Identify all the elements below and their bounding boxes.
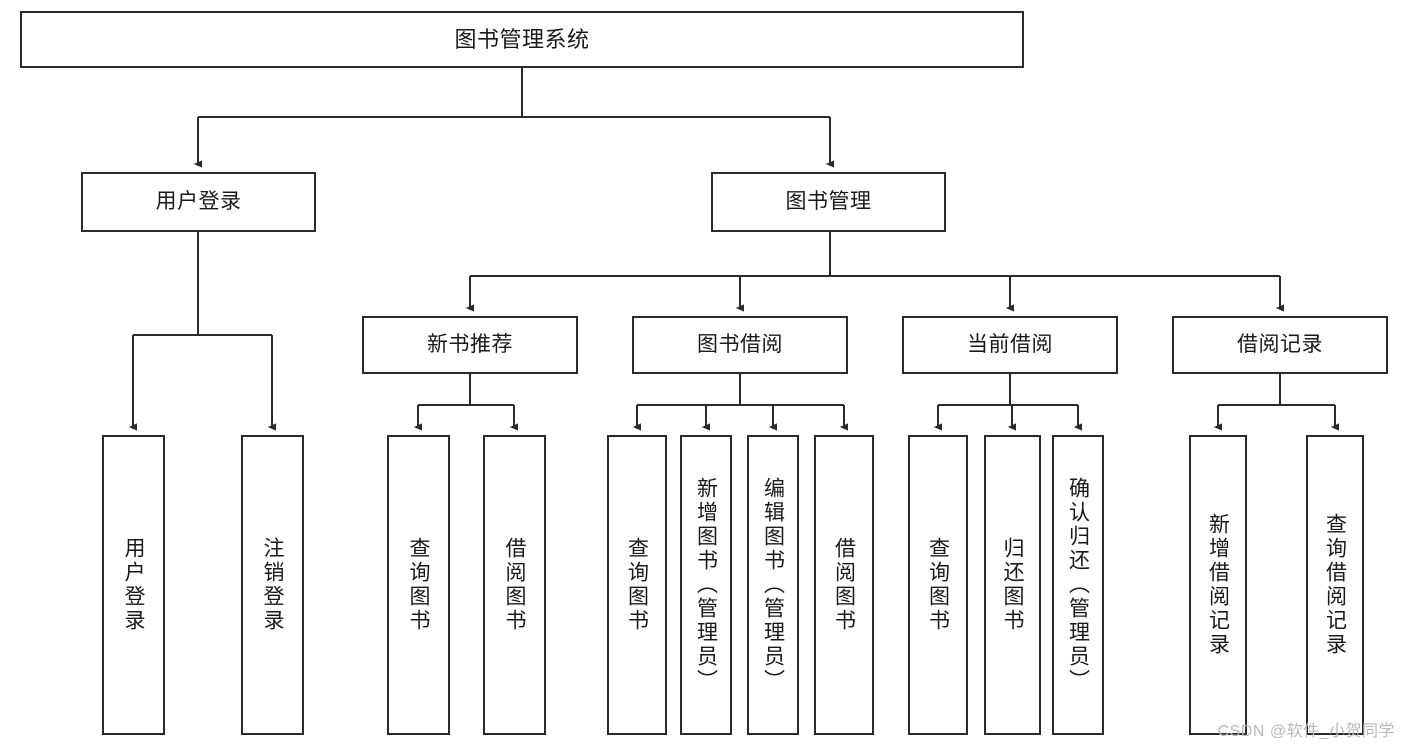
node-current-borrow-label: 当前借阅 (967, 332, 1053, 356)
node-leaf-query-book-rec-label: 查询图书 (407, 537, 430, 633)
node-new-book-rec-label: 新书推荐 (427, 332, 513, 356)
node-root[interactable]: 图书管理系统 (20, 11, 1024, 68)
csdn-watermark: CSDN @软件_小贺同学 (1217, 723, 1395, 740)
node-book-manage[interactable]: 图书管理 (711, 172, 946, 232)
node-leaf-query-record[interactable]: 查询借阅记录 (1306, 435, 1364, 735)
node-borrow-record-label: 借阅记录 (1237, 332, 1323, 356)
node-leaf-user-logout[interactable]: 注销登录 (241, 435, 304, 735)
node-leaf-add-book[interactable]: 新增图书（管理员） (680, 435, 732, 735)
node-new-book-rec[interactable]: 新书推荐 (362, 316, 578, 374)
node-leaf-user-login-label: 用户登录 (122, 537, 145, 633)
node-leaf-query-book-bor[interactable]: 查询图书 (607, 435, 667, 735)
node-root-label: 图书管理系统 (454, 26, 590, 52)
node-leaf-add-record[interactable]: 新增借阅记录 (1189, 435, 1247, 735)
node-leaf-edit-book-label: 编辑图书（管理员） (761, 477, 785, 693)
node-leaf-query-book-rec[interactable]: 查询图书 (387, 435, 450, 735)
node-leaf-borrow-book-rec[interactable]: 借阅图书 (483, 435, 546, 735)
node-book-manage-label: 图书管理 (785, 189, 872, 213)
node-leaf-borrow-book-label: 借阅图书 (832, 537, 856, 633)
node-leaf-return-book[interactable]: 归还图书 (984, 435, 1041, 735)
node-leaf-add-book-label: 新增图书（管理员） (694, 477, 718, 693)
node-leaf-query-book-cur[interactable]: 查询图书 (908, 435, 968, 735)
node-leaf-confirm-return[interactable]: 确认归还（管理员） (1052, 435, 1104, 735)
node-leaf-add-record-label: 新增借阅记录 (1206, 513, 1230, 657)
node-leaf-edit-book[interactable]: 编辑图书（管理员） (747, 435, 799, 735)
node-leaf-borrow-book[interactable]: 借阅图书 (814, 435, 874, 735)
node-leaf-borrow-book-rec-label: 借阅图书 (503, 537, 526, 633)
node-leaf-user-login[interactable]: 用户登录 (102, 435, 165, 735)
node-leaf-confirm-return-label: 确认归还（管理员） (1066, 477, 1090, 693)
node-leaf-query-record-label: 查询借阅记录 (1323, 513, 1347, 657)
node-leaf-query-book-bor-label: 查询图书 (625, 537, 649, 633)
node-user-login[interactable]: 用户登录 (81, 172, 316, 232)
node-user-login-label: 用户登录 (155, 189, 242, 213)
node-leaf-return-book-label: 归还图书 (1001, 537, 1024, 633)
node-leaf-user-logout-label: 注销登录 (261, 537, 284, 633)
node-book-borrow[interactable]: 图书借阅 (632, 316, 848, 374)
node-leaf-query-book-cur-label: 查询图书 (926, 537, 950, 633)
node-borrow-record[interactable]: 借阅记录 (1172, 316, 1388, 374)
node-book-borrow-label: 图书借阅 (697, 332, 783, 356)
node-current-borrow[interactable]: 当前借阅 (902, 316, 1118, 374)
